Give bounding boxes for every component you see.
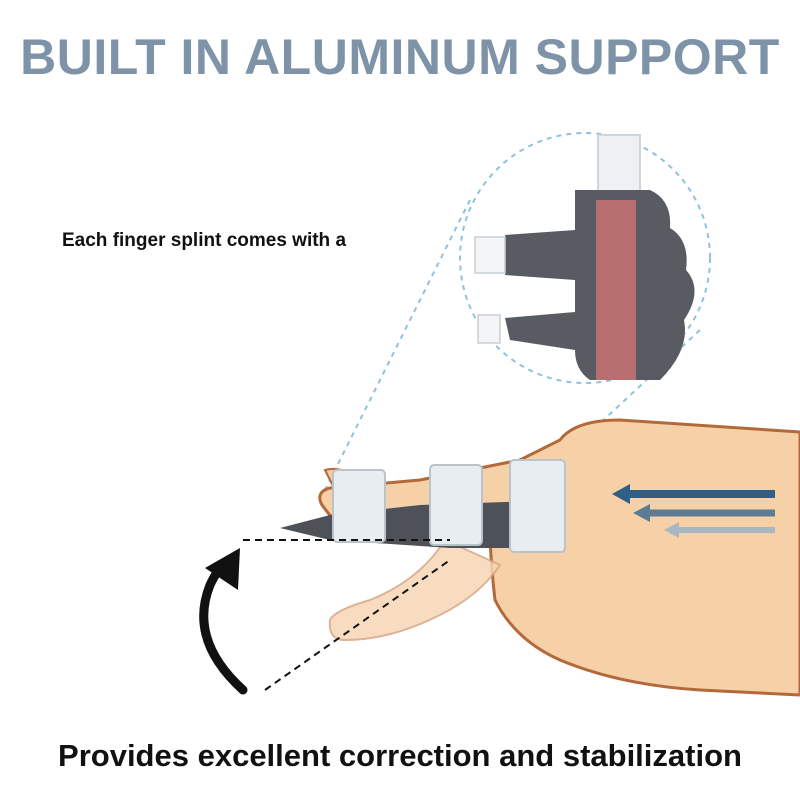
splint-caption: Each finger splint comes with a <box>62 230 347 251</box>
splint-on-finger <box>280 459 566 553</box>
angle-line-bent <box>264 559 451 691</box>
strap-2 <box>429 464 483 546</box>
velcro-tab-top <box>474 236 506 274</box>
footer-text: Provides excellent correction and stabil… <box>58 738 742 773</box>
strap-3 <box>509 459 566 553</box>
force-arrows <box>612 484 775 538</box>
strap-1 <box>332 469 386 543</box>
arrow-low-head <box>664 522 679 538</box>
lower-finger <box>328 538 502 642</box>
page-title: BUILT IN ALUMINUM SUPPORT <box>20 29 780 85</box>
curved-up-arrow-icon <box>199 548 248 695</box>
magnified-splint-callout <box>319 132 711 501</box>
aluminum-bar <box>597 134 641 196</box>
velcro-tab-bottom <box>477 314 501 344</box>
arrow-top-head <box>612 484 630 504</box>
splint-core-strip <box>596 200 636 380</box>
arrow-mid-head <box>633 504 650 522</box>
guide-line-left <box>319 199 471 501</box>
